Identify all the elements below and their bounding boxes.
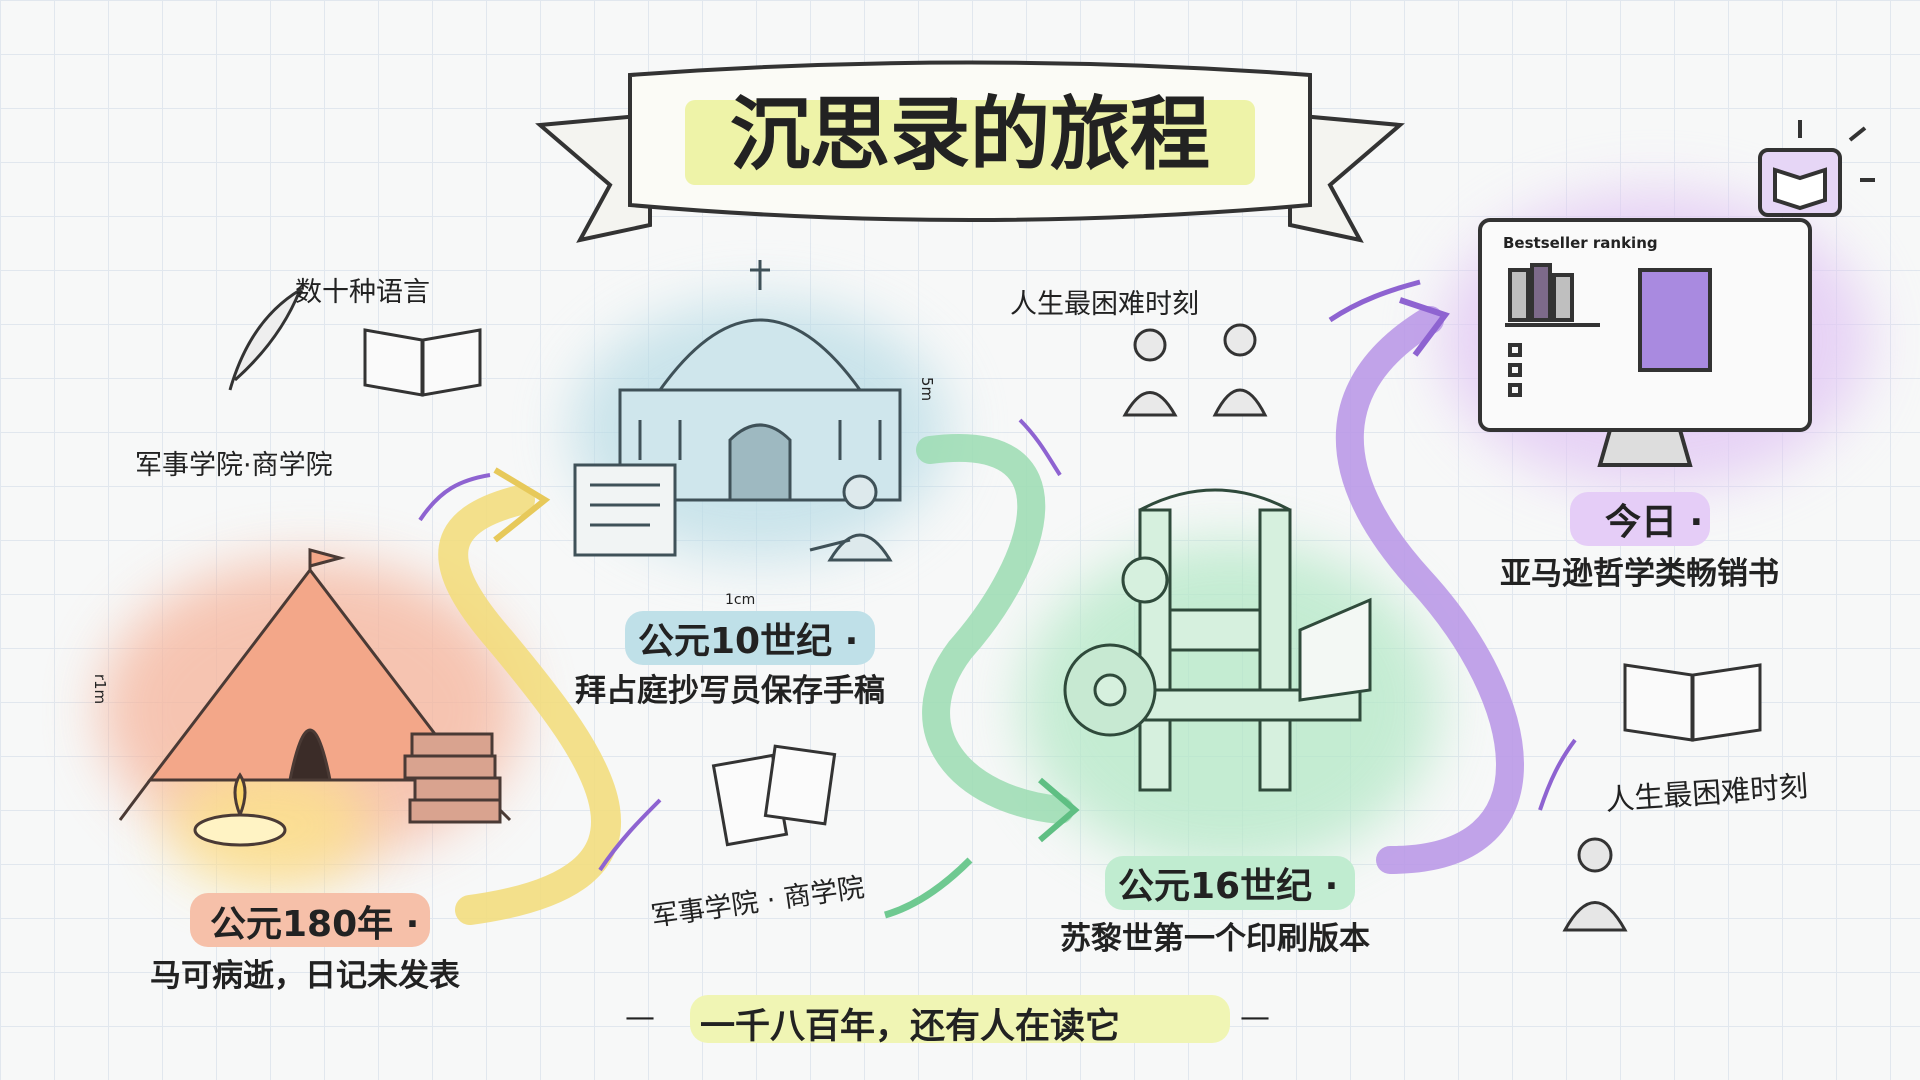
stage3-era-highlight [1105,856,1355,910]
printing-press-icon [1063,488,1372,792]
arrow-stage1-to-stage2 [438,485,621,925]
dim-1cm: 1cm [725,592,756,608]
languages-note: 数十种语言 [295,277,430,308]
sparkle-book-icon [1758,120,1875,217]
footer-tagline: 一千八百年，还有人在读它 [700,1007,1121,1047]
arrow-stage3-to-stage4-tip [1399,297,1450,357]
arrow-stage2-to-stage3 [916,434,1074,824]
scribe-icon [809,474,893,562]
page-title: 沉思录的旅程 [730,88,1210,181]
byzantine-church-icon [618,260,902,502]
title-highlight [685,100,1255,185]
footer-dash-right: — [1240,1000,1270,1035]
open-book-right-icon [1623,663,1762,742]
open-book-icon [363,328,482,397]
stage1-era: 公元180年 · [210,904,420,945]
quill-icon [228,286,304,391]
tent-scene [118,548,512,847]
footer-highlight [690,995,1230,1043]
arrow-stage3-to-stage4 [1335,306,1524,874]
stage4-era-highlight [1570,492,1710,546]
arrow-stage1-to-stage2-tip [493,467,551,543]
arrow-stage2-to-stage3-tip [1038,777,1080,843]
stage3-era: 公元16世纪 · [1118,866,1339,907]
reading-person-icon [1122,323,1268,417]
hardest-moment-top: 人生最困难时刻 [1010,289,1199,320]
footer-dash-left: — [625,1000,655,1035]
stage1-era-highlight [190,893,430,947]
oil-lamp-icon [193,772,287,847]
dim-tent: r1m [91,673,110,705]
stage4-caption: 亚马逊哲学类畅销书 [1500,556,1779,592]
stage2-era-highlight [625,611,875,665]
stage2-caption: 拜占庭抄写员保存手稿 [575,673,885,709]
arrow-right-small [1538,738,1577,811]
arrow-bottom-left [598,798,662,872]
stage3-caption: 苏黎世第一个印刷版本 [1060,921,1370,957]
title-banner [535,60,1405,243]
dim-5m: 5m [918,376,937,402]
academies-note-top: 军事学院·商学院 [135,450,333,481]
stage1-caption: 马可病逝，日记未发表 [150,958,460,994]
arrow-top-left [418,473,491,522]
arrow-top-purple [1328,279,1421,323]
stage4-era: 今日 · [1605,502,1704,543]
books-stack-icon [403,732,502,824]
stage2-era: 公元10世纪 · [638,621,859,662]
papers-icon [711,744,837,847]
monitor-icon [1478,218,1812,467]
scroll-icon [573,463,677,557]
reading-child-icon [1562,837,1628,932]
arrow-small-curve [1018,418,1062,477]
bestseller-label: Bestseller ranking [1503,234,1658,252]
arrow-double-green [884,857,973,919]
